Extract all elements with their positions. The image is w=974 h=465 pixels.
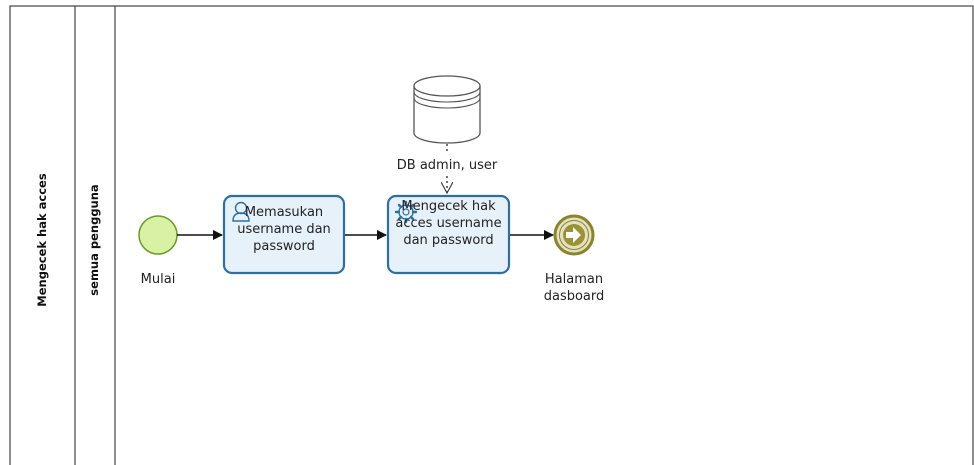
end-event-label: Halaman dasboard (543, 272, 605, 304)
start-event-label: Mulai (140, 272, 176, 287)
lane-label: semua pengguna (87, 184, 101, 296)
task-mengecek-label: Mengecek hak acces username dan password (395, 199, 502, 248)
task-mengecek[interactable] (386, 194, 511, 275)
arrow-right-icon (563, 224, 585, 246)
task-memasukan-label: Memasukan username dan password (237, 205, 331, 254)
data-store-label: DB admin, user (396, 158, 498, 173)
task-memasukan[interactable] (222, 194, 346, 275)
gear-icon (394, 200, 418, 224)
user-icon (232, 201, 250, 222)
pool-label: Mengecek hak acces (35, 173, 49, 307)
database-icon[interactable] (413, 75, 481, 144)
start-event[interactable] (138, 215, 178, 255)
